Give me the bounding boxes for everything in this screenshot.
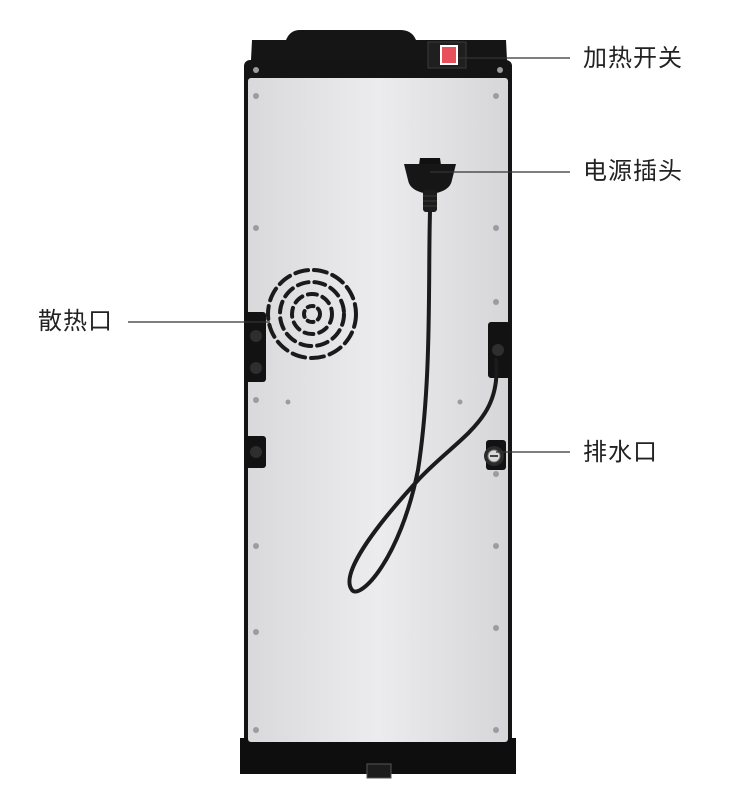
screw (253, 225, 259, 231)
leader-lines (128, 57, 570, 453)
label-heating-switch: 加热开关 (583, 44, 683, 72)
screw (493, 471, 499, 477)
screw (253, 629, 259, 635)
back-panel (248, 78, 508, 742)
screw (253, 93, 259, 99)
bracket-hole (250, 330, 262, 342)
screw (253, 727, 259, 733)
screw (493, 93, 499, 99)
bracket-hole (492, 344, 504, 356)
screw (493, 727, 499, 733)
screw (493, 299, 499, 305)
label-heat-vent: 散热口 (38, 307, 113, 335)
bracket-hole (250, 446, 262, 458)
screw (253, 543, 259, 549)
heating-switch[interactable] (440, 45, 458, 65)
screw (285, 399, 291, 405)
screw (493, 543, 499, 549)
drain-outlet (484, 446, 504, 466)
label-power-plug: 电源插头 (583, 157, 683, 185)
bracket-hole (250, 362, 262, 374)
heat-vent (266, 268, 358, 360)
screw (493, 625, 499, 631)
screws (253, 67, 503, 733)
base-tab (366, 763, 392, 779)
screw (457, 399, 463, 405)
screw (497, 67, 503, 73)
screw (493, 225, 499, 231)
screw (253, 397, 259, 403)
power-cord (347, 210, 499, 594)
label-drain-outlet: 排水口 (583, 438, 658, 466)
screw (253, 67, 259, 73)
